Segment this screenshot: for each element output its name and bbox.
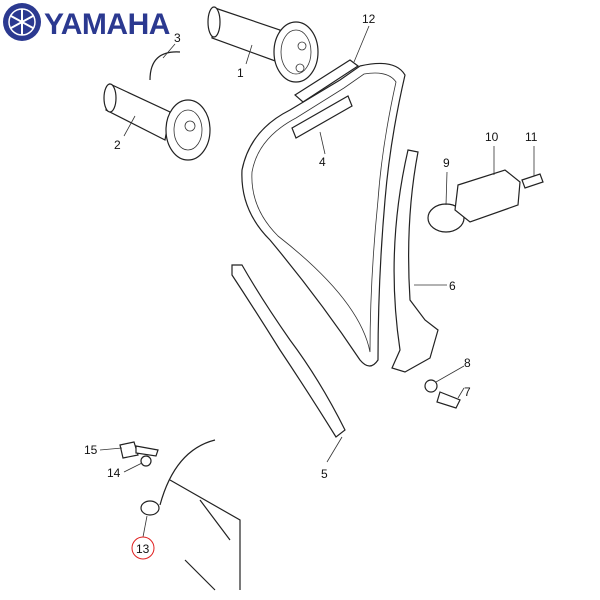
bolt-15 bbox=[119, 441, 139, 459]
leader-lines bbox=[99, 25, 535, 538]
callout-13[interactable]: 13 bbox=[136, 542, 150, 556]
cam-chain bbox=[241, 62, 406, 367]
crankcase-outline bbox=[159, 439, 241, 591]
chain-guide-front bbox=[231, 264, 346, 438]
chain-links bbox=[291, 95, 353, 139]
callout-14[interactable]: 14 bbox=[107, 466, 121, 480]
callout-7[interactable]: 7 bbox=[464, 385, 471, 399]
circlip bbox=[149, 51, 181, 81]
washer-8 bbox=[424, 379, 438, 393]
callout-9[interactable]: 9 bbox=[443, 156, 450, 170]
callout-4[interactable]: 4 bbox=[319, 155, 326, 169]
bolt-7 bbox=[436, 391, 461, 409]
callout-10[interactable]: 10 bbox=[485, 130, 499, 144]
callout-11[interactable]: 11 bbox=[525, 130, 538, 144]
callout-3[interactable]: 3 bbox=[174, 31, 181, 45]
callout-2[interactable]: 2 bbox=[114, 138, 121, 152]
brand-name: YAMAHA bbox=[44, 8, 170, 41]
callout-1[interactable]: 1 bbox=[237, 66, 244, 80]
washer-14 bbox=[140, 455, 152, 467]
callout-8[interactable]: 8 bbox=[464, 356, 471, 370]
callout-6[interactable]: 6 bbox=[449, 279, 456, 293]
bolt-11 bbox=[521, 173, 544, 189]
chain-guide-top bbox=[294, 59, 360, 103]
cam-chain-tensioner bbox=[454, 169, 521, 223]
camshaft-exhaust bbox=[207, 6, 319, 83]
callout-5[interactable]: 5 bbox=[321, 467, 328, 481]
plug-13 bbox=[140, 500, 160, 516]
yamaha-logo: YAMAHA bbox=[3, 3, 170, 41]
camshaft-intake bbox=[103, 83, 211, 161]
callout-15[interactable]: 15 bbox=[84, 443, 98, 457]
callout-12[interactable]: 12 bbox=[362, 12, 376, 26]
highlight-circle bbox=[131, 536, 155, 560]
chain-tensioner-guide bbox=[391, 149, 439, 373]
